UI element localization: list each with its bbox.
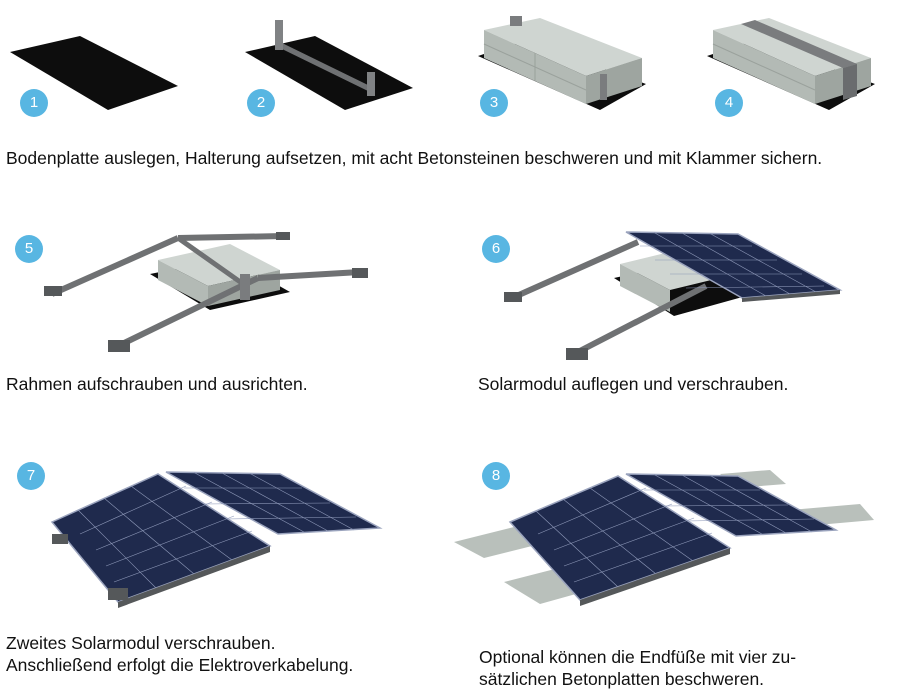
step-4-badge: 4 bbox=[715, 89, 743, 117]
caption-step-8-line-2: sätzlichen Betonplatten beschweren. bbox=[479, 669, 765, 689]
step1-illustration bbox=[10, 36, 178, 110]
step-5-badge: 5 bbox=[15, 235, 43, 263]
step8-illustration bbox=[454, 470, 874, 606]
caption-step-7: Zweites Solarmodul verschrauben. Anschli… bbox=[6, 632, 353, 676]
step6-illustration bbox=[504, 231, 843, 360]
caption-step-7-line-1: Zweites Solarmodul verschrauben. bbox=[6, 633, 276, 653]
caption-step-8: Optional können die Endfüße mit vier zu-… bbox=[479, 646, 796, 690]
caption-step-8-line-1: Optional können die Endfüße mit vier zu- bbox=[479, 647, 797, 667]
step-7-badge: 7 bbox=[17, 462, 45, 490]
step-6-badge: 6 bbox=[482, 235, 510, 263]
caption-step-5: Rahmen aufschrauben und ausrichten. bbox=[6, 374, 308, 394]
caption-step-7-line-2: Anschließend erfolgt die Elektroverkabel… bbox=[6, 655, 354, 675]
step-8-badge: 8 bbox=[482, 462, 510, 490]
step-1-badge: 1 bbox=[20, 89, 48, 117]
step2-illustration bbox=[245, 20, 413, 110]
caption-steps-1-4: Bodenplatte auslegen, Halterung aufsetze… bbox=[6, 148, 823, 168]
step7-illustration bbox=[50, 471, 383, 608]
step3-illustration bbox=[478, 16, 646, 110]
step4-illustration bbox=[707, 18, 875, 110]
caption-step-6: Solarmodul auflegen und verschrauben. bbox=[478, 374, 789, 394]
step5-illustration bbox=[44, 232, 368, 352]
step-2-badge: 2 bbox=[247, 89, 275, 117]
step-3-badge: 3 bbox=[480, 89, 508, 117]
